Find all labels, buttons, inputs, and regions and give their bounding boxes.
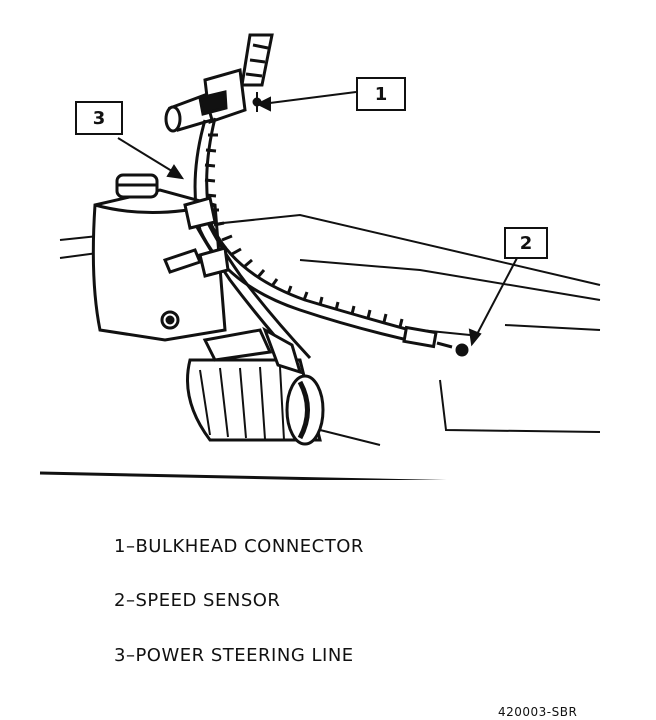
engine-bay-illustration: [39, 33, 601, 480]
legend-item-power-steering-line: 3–POWER STEERING LINE: [114, 645, 354, 666]
callout-2: 2: [504, 227, 548, 259]
leader-lines: [117, 91, 518, 347]
callout-3-label: 3: [92, 107, 106, 129]
bulkhead-connector: [164, 68, 262, 133]
caption-divider: [39, 471, 447, 480]
callout-1-label: 1: [374, 83, 388, 105]
speed-sensor: [402, 325, 469, 357]
figure-code: 420003-SBR: [498, 705, 578, 719]
legend-item-speed-sensor: 2–SPEED SENSOR: [114, 590, 281, 611]
callout-3: 3: [75, 101, 123, 135]
callout-2-label: 2: [519, 232, 533, 254]
callout-1: 1: [356, 77, 406, 111]
legend-item-bulkhead-connector: 1–BULKHEAD CONNECTOR: [114, 536, 364, 557]
speed-sensor-harness: [193, 117, 433, 347]
mounting-brackets: [183, 196, 303, 375]
transmission-housing: [186, 358, 325, 446]
upper-hose: [240, 33, 274, 87]
